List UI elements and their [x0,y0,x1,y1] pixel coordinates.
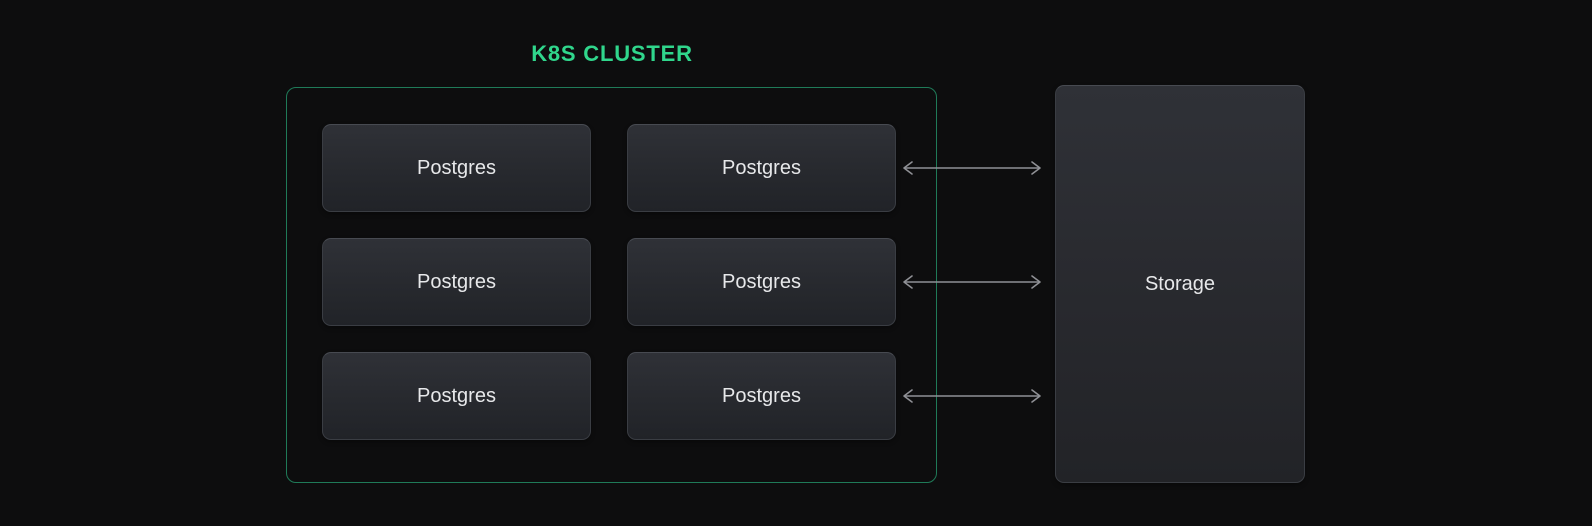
storage-node-label: Storage [1144,272,1216,295]
double-arrow-icon [903,275,1041,289]
postgres-node: Postgres [322,352,591,440]
cluster-title: K8S CLUSTER [531,41,693,66]
postgres-node-label: Postgres [417,270,496,293]
postgres-node-label: Postgres [722,156,801,179]
double-arrow-icon [903,389,1041,403]
double-arrow-icon [903,161,1041,175]
postgres-node-label: Postgres [722,270,801,293]
postgres-node: Postgres [627,238,896,326]
postgres-node: Postgres [322,124,591,212]
bidirectional-arrow-row2 [898,274,1046,290]
postgres-node: Postgres [322,238,591,326]
storage-node: Storage [1055,85,1305,483]
k8s-cluster-container: Postgres Postgres Postgres Postgres Post… [286,87,937,483]
postgres-node: Postgres [627,124,896,212]
postgres-node-label: Postgres [722,384,801,407]
postgres-node-label: Postgres [417,384,496,407]
bidirectional-arrow-row3 [898,388,1046,404]
postgres-node: Postgres [627,352,896,440]
postgres-node-label: Postgres [417,156,496,179]
bidirectional-arrow-row1 [898,160,1046,176]
